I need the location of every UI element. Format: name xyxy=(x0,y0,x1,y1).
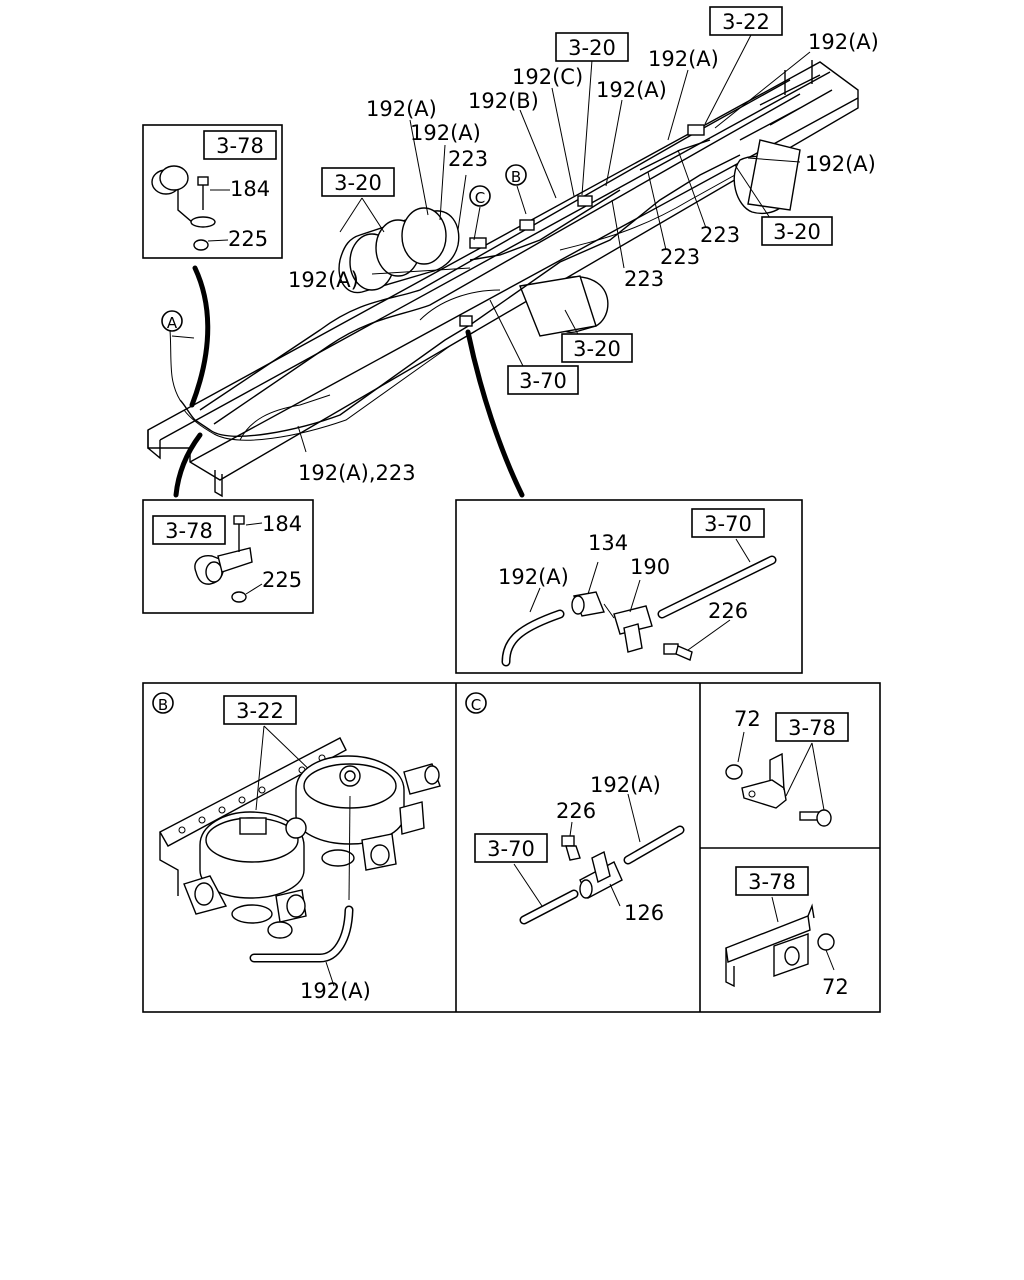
callout-223-r3: 223 xyxy=(624,267,664,291)
detail-arrow-inset-a xyxy=(189,265,211,408)
ref-3-22-detail-b: 3-22 xyxy=(236,699,284,723)
bracket-a-72: 72 xyxy=(734,707,761,731)
ref-3-70-detail-c: 3-70 xyxy=(487,837,535,861)
inset-b-225: 225 xyxy=(262,568,302,592)
panel-b-192a: 192(A) xyxy=(300,979,371,1003)
callout-223-r2: 223 xyxy=(660,245,700,269)
ref-3-22-top-box xyxy=(709,6,783,36)
callout-223-top: 223 xyxy=(448,147,488,171)
callout-192c: 192(C) xyxy=(512,65,583,89)
callout-192a-mid: 192(A) xyxy=(596,78,667,102)
callout-223-r1: 223 xyxy=(700,223,740,247)
ref-3-20-mid-box xyxy=(561,333,633,363)
callout-192b: 192(B) xyxy=(468,89,539,113)
chassis-frame xyxy=(147,60,859,498)
ref-3-20-left: 3-20 xyxy=(334,171,382,195)
ref-3-78-bracket-a: 3-78 xyxy=(788,716,836,740)
ref-3-78-bracket-b: 3-78 xyxy=(748,870,796,894)
ref-3-20-mid: 3-20 xyxy=(573,337,621,361)
ref-3-20-right: 3-20 xyxy=(773,220,821,244)
marker-c-top: C xyxy=(475,189,485,207)
detail-192a: 192(A) xyxy=(498,565,569,589)
panel-b-relay-valves: B 3-22 xyxy=(152,692,441,1003)
callout-192a-top-right: 192(A) xyxy=(808,30,879,54)
inset-a-184: 184 xyxy=(230,177,270,201)
marker-a-top: A xyxy=(167,314,178,332)
callout-192a-top2: 192(A) xyxy=(648,47,719,71)
ref-3-78-inset-b: 3-78 xyxy=(165,519,213,543)
ref-3-78-inset-a: 3-78 xyxy=(216,134,264,158)
ref-3-20-right-box xyxy=(761,216,833,246)
top-labels: 3-22 192(A) 3-20 192(A) 192(C) 192(B) 19… xyxy=(161,6,879,485)
callout-192a-right: 192(A) xyxy=(805,152,876,176)
detail-134: 134 xyxy=(588,531,628,555)
marker-a-top-circle xyxy=(161,310,183,332)
ref-3-20-top: 3-20 xyxy=(568,36,616,60)
callout-192a-left1: 192(A) xyxy=(366,97,437,121)
panel-bracket-a: 3-78 72 xyxy=(725,707,849,827)
detail-arrow-inset-b xyxy=(173,432,203,498)
inset-b-184: 184 xyxy=(262,512,302,536)
ref-3-70-detail: 3-70 xyxy=(704,512,752,536)
marker-b-top: B xyxy=(511,168,521,186)
inset-clamp-a: 3-78 184 225 xyxy=(142,124,283,259)
bracket-b-72: 72 xyxy=(822,975,849,999)
callout-192a-left2: 192(A) xyxy=(410,121,481,145)
air-tanks xyxy=(338,139,801,337)
panel-c-226: 226 xyxy=(556,799,596,823)
callout-192a-223-bottom: 192(A),223 xyxy=(298,461,416,485)
panel-c-192a: 192(A) xyxy=(590,773,661,797)
detail-arrow-detail xyxy=(465,329,525,498)
air-pipe-route xyxy=(169,124,741,441)
panel-c-126: 126 xyxy=(624,901,664,925)
ref-3-70-mid-box xyxy=(507,365,579,395)
panel-c-tee: C 3-70 192(A) 226 126 xyxy=(465,692,685,925)
detail-tee-fitting: 3-70 134 190 192(A) 226 xyxy=(455,499,803,674)
inset-clamp-b: 3-78 184 225 xyxy=(142,499,314,614)
marker-b-panel: B xyxy=(158,696,168,714)
marker-b-top-circle xyxy=(505,164,527,186)
ref-3-20-top-box xyxy=(555,32,629,62)
detail-226: 226 xyxy=(708,599,748,623)
marker-c-top-circle xyxy=(469,185,491,207)
callout-192a-frame-left: 192(A) xyxy=(288,268,359,292)
marker-c-panel: C xyxy=(471,696,481,714)
inset-a-225: 225 xyxy=(228,227,268,251)
ref-3-70-mid: 3-70 xyxy=(519,369,567,393)
panel-bracket-b: 3-78 72 xyxy=(725,866,849,999)
top-leader-lines xyxy=(171,32,811,453)
ref-3-20-left-box xyxy=(321,167,395,197)
ref-3-22-top: 3-22 xyxy=(722,10,770,34)
detail-190: 190 xyxy=(630,555,670,579)
